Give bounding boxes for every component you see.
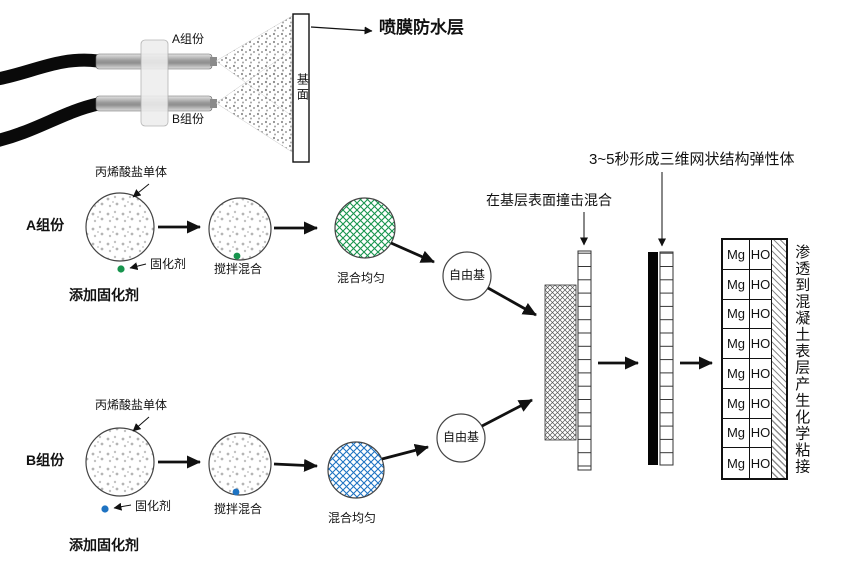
membrane-cell-mg: Mg bbox=[723, 269, 750, 300]
flow-a-free-radical-label: 自由基 bbox=[448, 268, 485, 282]
flow-b-mixed-circle bbox=[327, 441, 385, 499]
flow-b-curing-dot bbox=[101, 505, 109, 513]
flow-b-monomer-label: 丙烯酸盐单体 bbox=[95, 398, 168, 412]
flow-a-mixed-label: 混合均匀 bbox=[337, 271, 386, 285]
flow-a-stir-circle bbox=[208, 197, 272, 261]
flow-b-monomer-pointer bbox=[132, 416, 150, 432]
membrane-cell-mg: Mg bbox=[723, 240, 750, 270]
flow-b-stir-label: 搅拌混合 bbox=[214, 502, 263, 516]
flow-a-component-label: A组份 bbox=[26, 217, 65, 233]
flow-b-component-label: B组份 bbox=[26, 452, 65, 468]
nozzle-b-label: B组份 bbox=[172, 112, 205, 126]
flow-b-arrow-2 bbox=[273, 458, 318, 472]
penetration-note: 渗透到混凝土表层产生化学粘接 bbox=[793, 244, 811, 475]
flow-a-monomer-label: 丙烯酸盐单体 bbox=[95, 165, 168, 179]
manifold-bracket bbox=[140, 39, 169, 127]
spray-cone-b bbox=[215, 49, 293, 153]
spray-layer-title: 喷膜防水层 bbox=[379, 18, 464, 37]
membrane-cell-mg: Mg bbox=[723, 329, 750, 359]
flow-b-arrow-3 bbox=[381, 443, 429, 461]
flow-a-arrow-4 bbox=[487, 286, 537, 317]
nozzle-tip-b bbox=[210, 99, 217, 108]
flow-a-curing-agent-label: 固化剂 bbox=[150, 257, 187, 271]
membrane-cell-mg: Mg bbox=[723, 448, 750, 478]
impact-mixing-label: 在基层表面撞击混合 bbox=[486, 192, 612, 208]
flow-a-stir-dot bbox=[233, 252, 241, 260]
elastomer-bar bbox=[648, 252, 658, 465]
flow-a-radical-circle bbox=[442, 251, 492, 301]
flow-a-monomer-pointer bbox=[132, 183, 150, 198]
flow-a-stir-label: 搅拌混合 bbox=[214, 262, 263, 276]
nozzle-a-label: A组份 bbox=[172, 32, 205, 46]
elastomer-ladder bbox=[659, 251, 674, 466]
impact-panel bbox=[544, 284, 577, 441]
flow-b-free-radical-label: 自由基 bbox=[442, 430, 479, 444]
flow-b-arrow-4 bbox=[481, 398, 533, 428]
membrane-cell-mg: Mg bbox=[723, 299, 750, 330]
flow-b-mixed-label: 混合均匀 bbox=[328, 511, 377, 525]
substrate-label: 基面 bbox=[295, 73, 310, 103]
flow-b-curing-agent-label: 固化剂 bbox=[135, 499, 172, 513]
flow-b-stir-dot bbox=[232, 488, 240, 496]
membrane-cell-mg: Mg bbox=[723, 359, 750, 389]
membrane-hatch-strip bbox=[772, 240, 786, 478]
membrane-table: Mg HO Mg HO Mg HO Mg HO Mg HO Mg HO Mg H… bbox=[721, 238, 788, 480]
flow-a-mixed-circle bbox=[334, 197, 396, 259]
flow-a-curing-pointer bbox=[129, 262, 147, 271]
hose-b bbox=[0, 97, 105, 147]
membrane-cell-ho: HO bbox=[750, 388, 772, 419]
hose-a bbox=[0, 53, 105, 86]
flow-a-monomer-circle bbox=[85, 192, 155, 262]
impact-ladder bbox=[577, 250, 592, 471]
flow-b-monomer-circle bbox=[85, 427, 155, 497]
membrane-cell-ho: HO bbox=[750, 448, 772, 478]
flow-a-arrow-3 bbox=[390, 241, 435, 264]
flow-a-curing-dot bbox=[117, 265, 125, 273]
substrate-wall bbox=[292, 13, 310, 163]
membrane-cell-ho: HO bbox=[750, 269, 772, 300]
nozzle-tip-a bbox=[210, 57, 217, 66]
flow-b-stir-circle bbox=[208, 432, 272, 496]
flow-b-curing-pointer bbox=[113, 502, 132, 511]
flow-b-add-curing-label: 添加固化剂 bbox=[69, 537, 139, 553]
membrane-cell-ho: HO bbox=[750, 329, 772, 359]
membrane-cell-ho: HO bbox=[750, 240, 772, 270]
flow-b-radical-circle bbox=[436, 413, 486, 463]
flow-a-add-curing-label: 添加固化剂 bbox=[69, 287, 139, 303]
spray-layer-pointer bbox=[310, 26, 373, 35]
membrane-cell-mg: Mg bbox=[723, 418, 750, 449]
elastomer-label: 3~5秒形成三维网状结构弹性体 bbox=[589, 151, 795, 168]
membrane-cell-ho: HO bbox=[750, 299, 772, 330]
membrane-cell-ho: HO bbox=[750, 359, 772, 389]
membrane-cell-mg: Mg bbox=[723, 388, 750, 419]
membrane-cell-ho: HO bbox=[750, 418, 772, 449]
